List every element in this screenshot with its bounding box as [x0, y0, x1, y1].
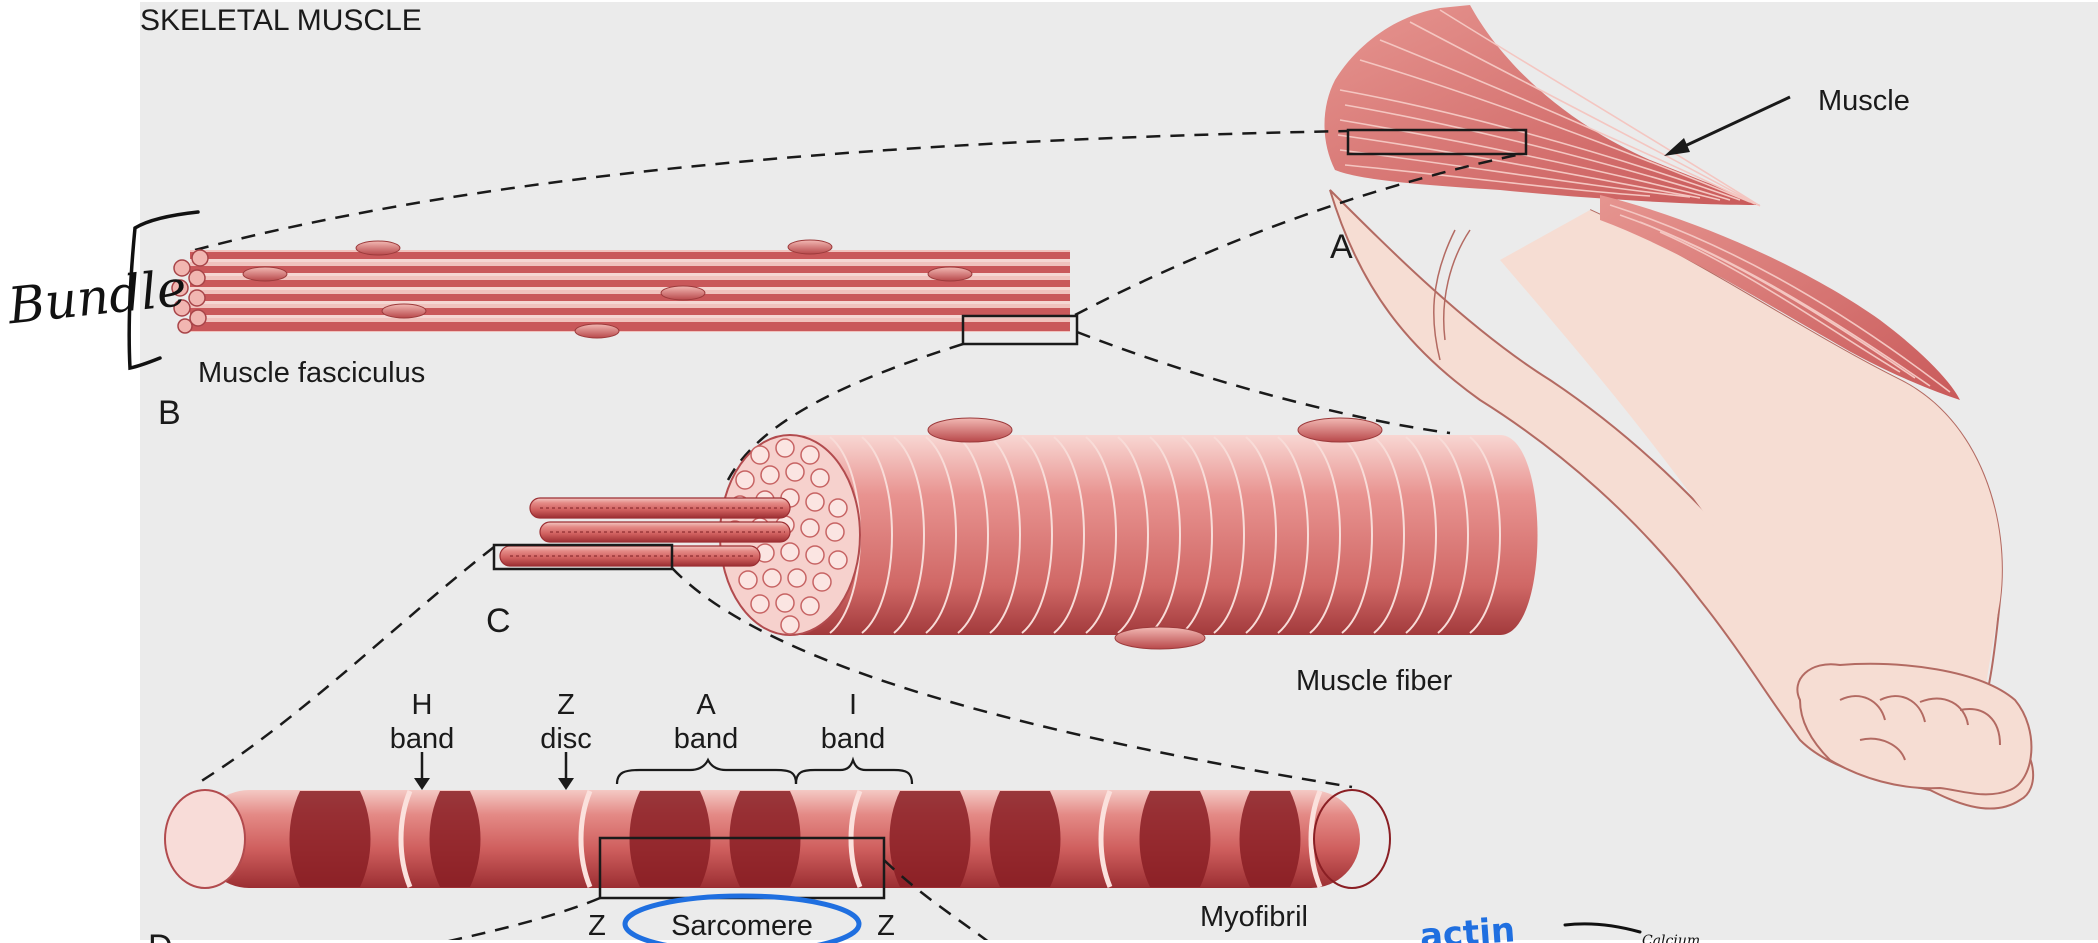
panel-a-letter: A: [1330, 228, 1353, 266]
myofibril-dark-band: [1240, 791, 1301, 887]
myofibril-cross-section: [801, 519, 819, 537]
myofibril-cross-section: [761, 466, 779, 484]
panel-b-fasciculus: [172, 240, 1077, 344]
panel-c-label: Muscle fiber: [1296, 665, 1453, 697]
panel-c-letter: C: [486, 602, 511, 640]
myofibril-cross-section: [829, 499, 847, 517]
myofibril-cross-section: [813, 573, 831, 591]
myofibril-cross-section: [781, 543, 799, 561]
h-band-letter: H: [412, 689, 433, 721]
myofibril-dark-band: [290, 791, 371, 887]
h-band-word: band: [390, 723, 455, 755]
myofibril-cross-section: [811, 469, 829, 487]
myofibril-cross-section: [801, 446, 819, 464]
panel-d-label: Myofibril: [1200, 901, 1308, 933]
i-band-word: band: [821, 723, 886, 755]
small-scribble: Calcium: [1642, 933, 1700, 943]
myofibril-cross-section: [826, 523, 844, 541]
blue-scribble: actin: [1419, 910, 1517, 943]
myofibril-cross-section: [751, 595, 769, 613]
myofibril-dark-band: [430, 791, 481, 887]
a-band-letter: A: [696, 689, 716, 721]
myofibril-cross-section: [751, 446, 769, 464]
a-band-word: band: [674, 723, 739, 755]
panel-d-letter: D: [148, 928, 173, 943]
z-disc-word: disc: [540, 723, 592, 755]
sarcomere-label: Sarcomere: [671, 910, 813, 942]
myofibril-cross-section: [739, 571, 757, 589]
myofibril-cross-section: [763, 569, 781, 587]
myofibril-cross-section: [806, 546, 824, 564]
myofibril-cross-section: [806, 493, 824, 511]
i-band-letter: I: [849, 689, 857, 721]
diagram-title: SKELETAL MUSCLE: [140, 4, 422, 37]
sarcomere-right-z: Z: [877, 910, 895, 942]
myofibril-cross-section: [801, 597, 819, 615]
myofibril-cross-section: [781, 616, 799, 634]
panel-b-label: Muscle fasciculus: [198, 357, 425, 389]
myofibril-dark-band: [1140, 791, 1211, 887]
myofibril-cross-section: [736, 471, 754, 489]
panel-a-label: Muscle: [1818, 85, 1910, 117]
myofibril-cross-section: [829, 551, 847, 569]
z-disc-letter: Z: [557, 689, 575, 721]
panel-b-letter: B: [158, 394, 181, 432]
sarcomere-left-z: Z: [588, 910, 606, 942]
myofibril-cross-section: [776, 594, 794, 612]
myofibril-cross-section: [788, 569, 806, 587]
myofibril-dark-band: [890, 791, 971, 887]
myofibril-cross-section: [776, 439, 794, 457]
myofibril-dark-band: [990, 791, 1061, 887]
myofibril-cross-section: [786, 463, 804, 481]
